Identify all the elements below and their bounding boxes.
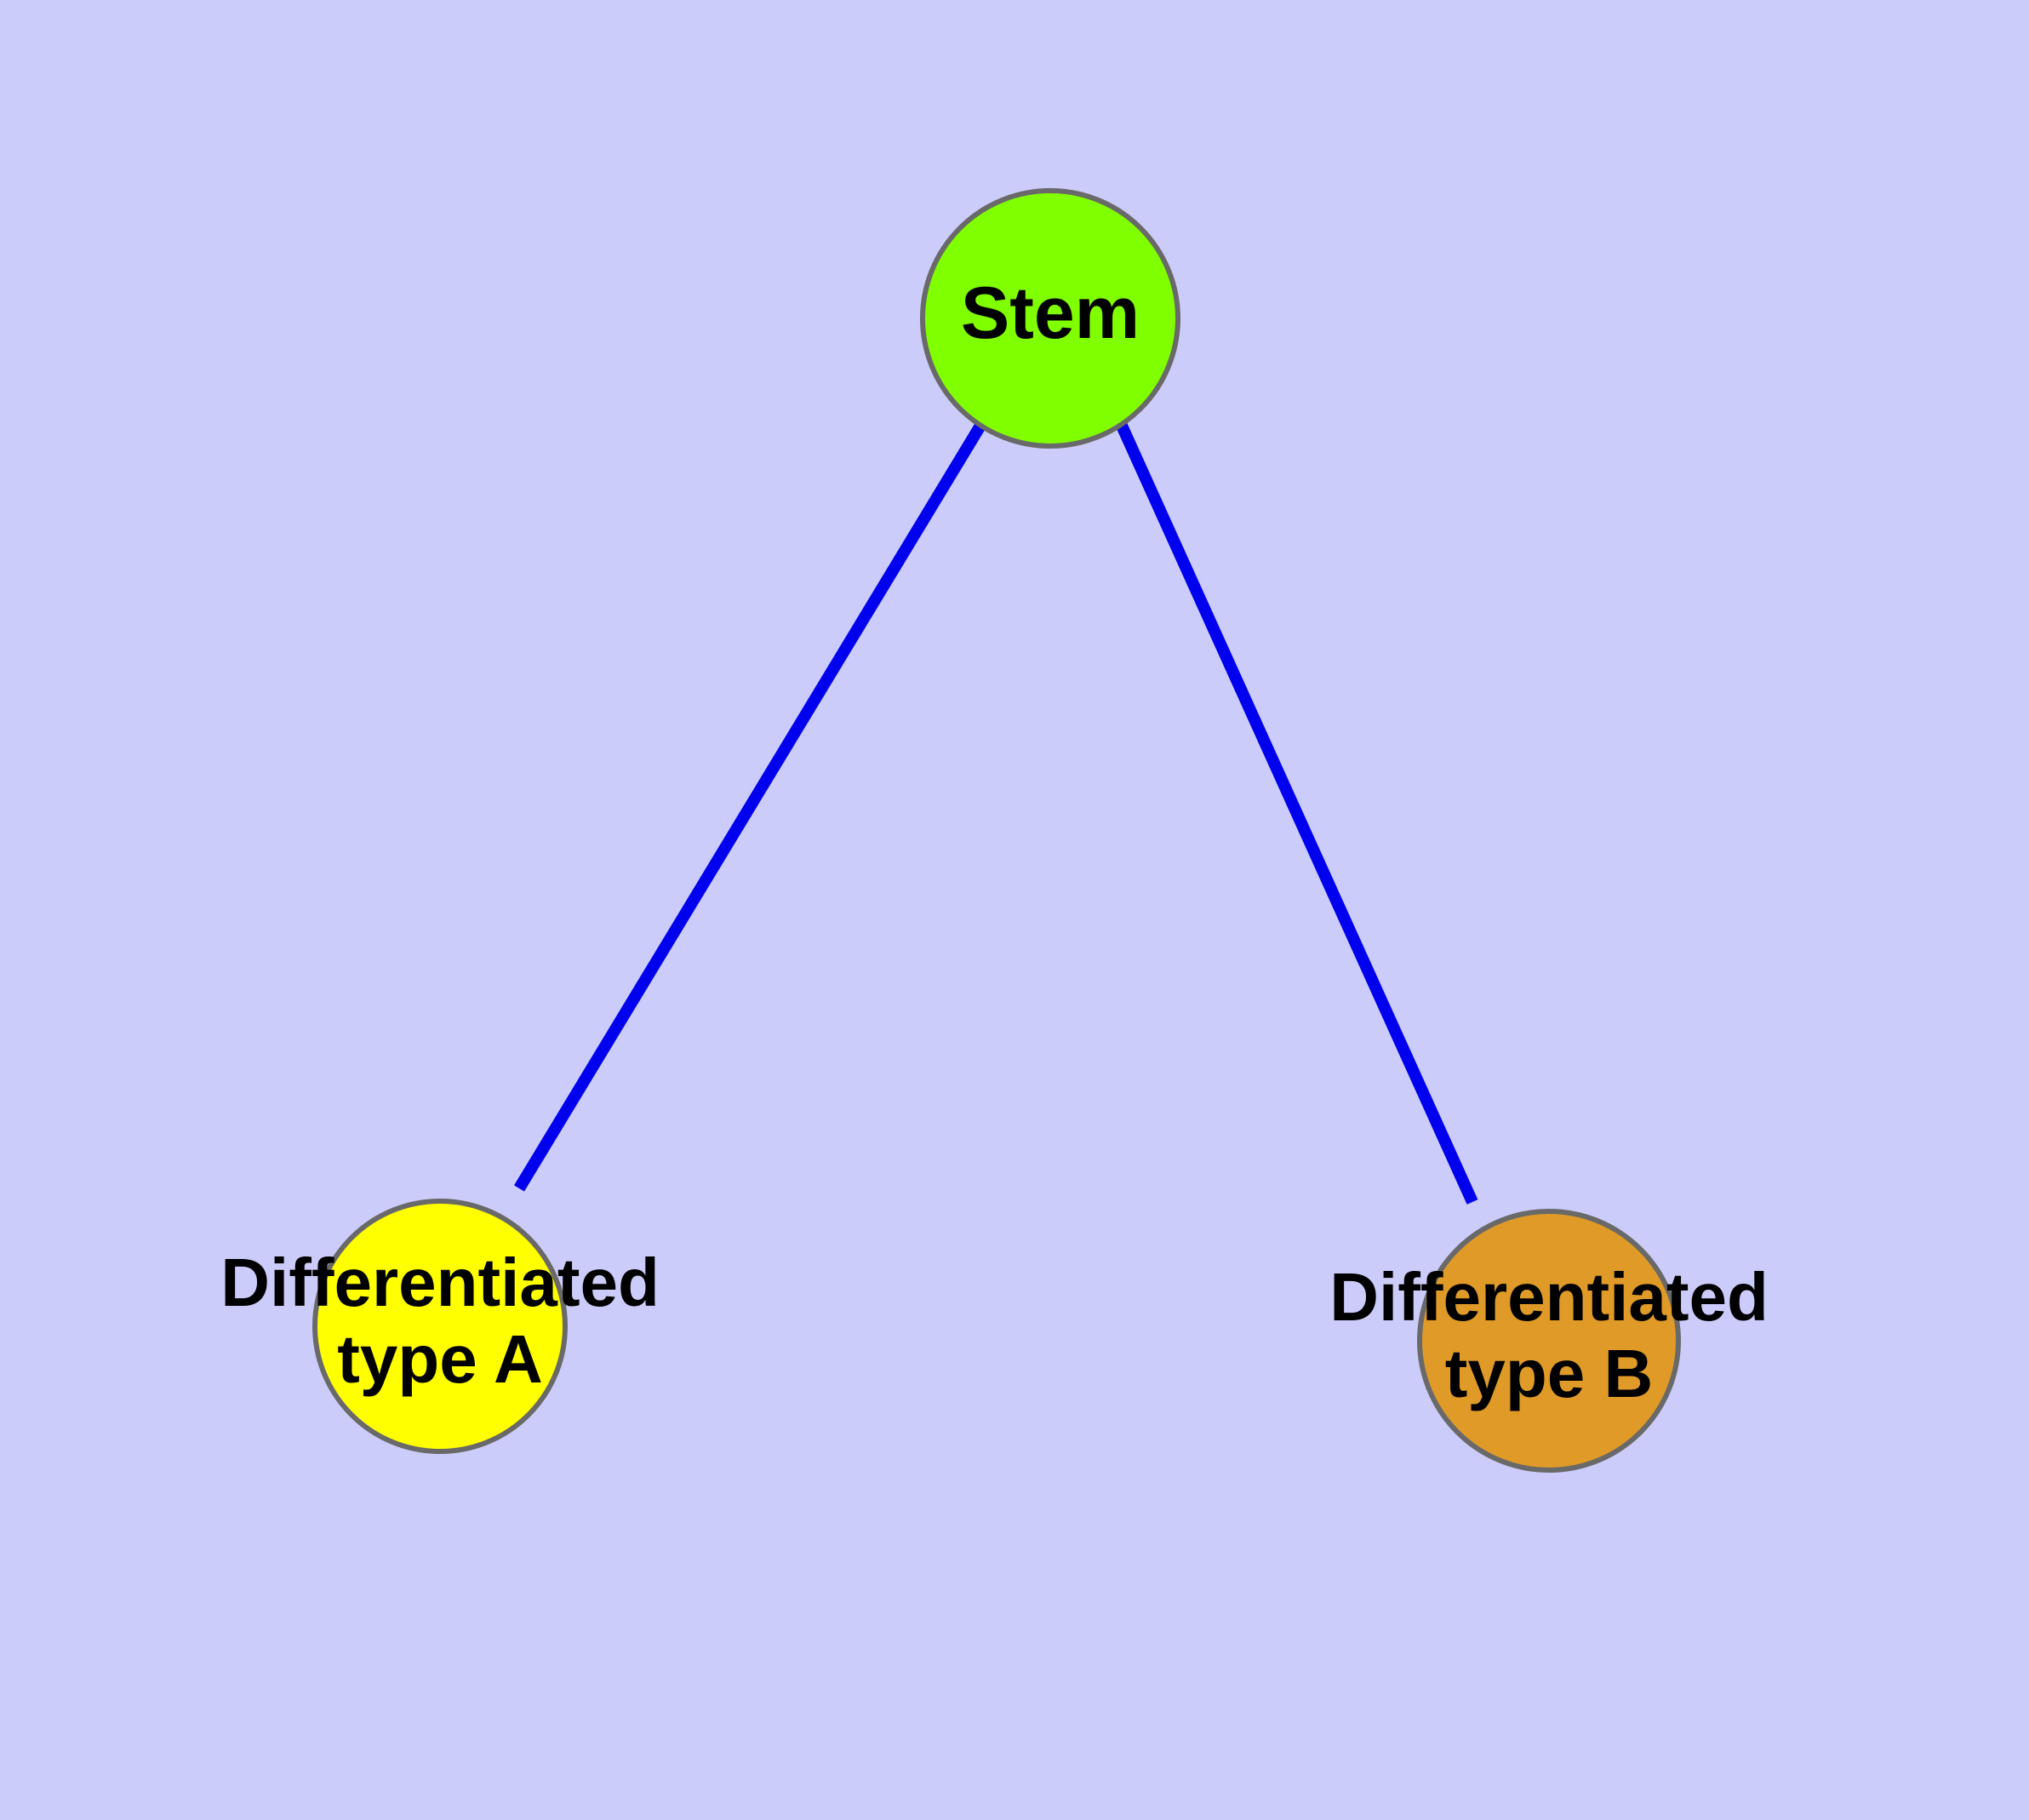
node-stem[interactable] — [920, 188, 1180, 449]
label-line: Differentiated — [1329, 1259, 1769, 1335]
node-diff-a-circle[interactable] — [312, 1199, 568, 1454]
edge-stem-to-diff-a[interactable] — [514, 422, 986, 1192]
edge-layer — [514, 422, 1478, 1205]
edge-stem-to-diff-b[interactable] — [1116, 423, 1478, 1205]
node-stem-label: Stem — [961, 272, 1140, 354]
label-line: Differentiated — [220, 1245, 660, 1320]
label-line: type B — [1445, 1336, 1654, 1411]
node-stem-circle[interactable] — [920, 188, 1180, 449]
label-line: Stem — [961, 272, 1140, 354]
node-diff-b[interactable] — [1417, 1209, 1681, 1473]
node-diff-b-circle[interactable] — [1417, 1209, 1681, 1473]
label-line: type A — [337, 1321, 543, 1397]
node-diff-a[interactable] — [312, 1199, 568, 1454]
